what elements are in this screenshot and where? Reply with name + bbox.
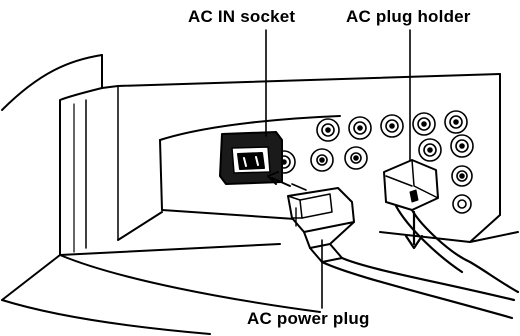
ac-power-plug — [287, 187, 355, 263]
ac-in-socket — [219, 131, 283, 185]
label-ac-power-plug: AC power plug — [247, 309, 370, 328]
insert-arrows — [267, 171, 307, 191]
leader-lines — [265, 29, 411, 309]
label-ac-in-socket: AC IN socket — [188, 7, 296, 26]
label-ac-plug-holder: AC plug holder — [346, 7, 471, 26]
ac-plug-holder — [383, 159, 439, 211]
tv-body-outline — [1, 54, 519, 335]
power-cord — [320, 256, 516, 320]
connector-panel — [117, 73, 501, 243]
holder-cord — [394, 204, 520, 294]
rca-jacks-top-row — [316, 110, 468, 142]
down-arrow — [404, 210, 424, 250]
